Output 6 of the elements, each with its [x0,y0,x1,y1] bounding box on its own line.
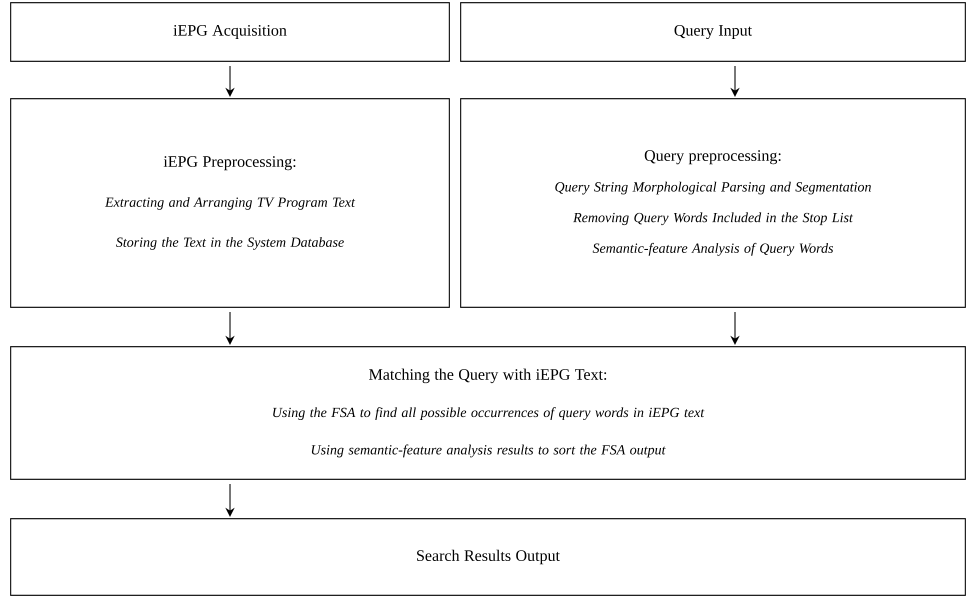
process-box: Matching the Query with iEPG Text: Using the FSA to find all possible occurrences of query words in iEPG text Using semantic-feature analysis results to sort the FSA output [10,346,966,480]
process-box: iEPG Preprocessing: Extracting and Arranging TV Program Text Storing the Text in the System Database [10,98,450,308]
process-box: iEPG Acquisition [10,2,450,62]
process-box: Query Input [460,2,966,62]
process-box: Search Results Output [10,518,966,596]
process-box: Query preprocessing: Query String Morphological Parsing and Segmentation Removing Query Words Included in the Stop List Semantic-feature Analysis of Query Words [460,98,966,308]
